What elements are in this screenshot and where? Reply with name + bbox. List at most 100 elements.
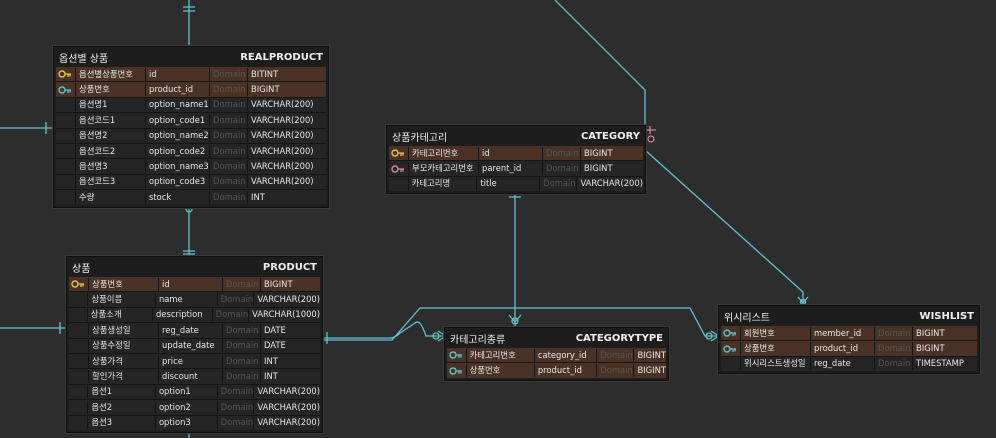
empty-icon-cell (56, 175, 76, 189)
column-logical-name: 옵션명2 (76, 129, 146, 143)
column-data-type: DATE (264, 340, 286, 351)
column-domain: Domain (218, 416, 255, 430)
column-logical-name: 부모카테고리번호 (409, 162, 479, 176)
column-physical-name: price (159, 354, 223, 368)
column-data-type: VARCHAR(200) (257, 386, 321, 397)
column-logical-name: 옵션명3 (76, 160, 146, 174)
column-logical-name: 옵션코드2 (76, 144, 146, 158)
entity-title-ko: 상품카테고리 (392, 132, 448, 144)
column-data-type: VARCHAR(200) (251, 145, 314, 156)
empty-icon-cell (69, 400, 89, 414)
column-physical-name: product_id (146, 83, 210, 97)
column-domain: Domain (223, 354, 261, 368)
entity-header[interactable]: 상품 PRODUCT (67, 257, 322, 277)
column-domain: Domain (875, 342, 913, 356)
empty-icon-cell (69, 293, 89, 307)
entity-title-ko: 카테고리종류 (450, 334, 506, 346)
column-logical-name: 상품수정일 (89, 339, 159, 353)
column-data-type: BITINT (251, 68, 279, 79)
column-domain: Domain (210, 67, 248, 81)
column-data-type: BIGINT (637, 349, 666, 360)
pfk-key-icon (389, 162, 409, 176)
column-domain: Domain (210, 144, 248, 158)
empty-icon-cell (56, 160, 76, 174)
column-data-type: TIMESTAMP (916, 358, 964, 369)
column-data-type: DATE (264, 324, 286, 335)
column-logical-name: 상품이름 (88, 293, 156, 307)
column-logical-name: 옵션별상품번호 (76, 67, 146, 81)
column-physical-name: reg_date (811, 357, 875, 371)
column-logical-name: 상품번호 (89, 277, 159, 291)
relationship-line-category-self (554, 0, 646, 127)
pk-key-icon (69, 277, 89, 291)
relationship-line-member-wishlist (644, 149, 804, 306)
column-domain: Domain (223, 370, 261, 384)
entity-title-ko: 상품 (72, 263, 91, 275)
entity-header[interactable]: 위시리스트 WISHLIST (719, 306, 979, 326)
column-domain: Domain (218, 385, 255, 399)
column-domain: Domain (210, 175, 248, 189)
entity-title-en: CATEGORYTYPE (575, 332, 663, 344)
column-logical-name: 옵션1 (88, 385, 156, 399)
entity-header[interactable]: 상품카테고리 CATEGORY (387, 126, 645, 146)
column-data-type: BIGINT (916, 327, 945, 338)
column-physical-name: id (146, 67, 210, 81)
column-data-type: BIGINT (251, 84, 280, 95)
column-logical-name: 상품소개 (88, 308, 153, 322)
entity-header[interactable]: 옵션별 상품 REALPRODUCT (54, 47, 328, 67)
column-physical-name: option1 (156, 385, 218, 399)
relationship-line-product-categorytype (321, 321, 446, 339)
entity-title-ko: 위시리스트 (724, 312, 770, 324)
empty-icon-cell (721, 357, 741, 371)
column-data-type: INT (264, 371, 278, 382)
empty-icon-cell (56, 113, 76, 127)
column-physical-name: reg_date (159, 323, 223, 337)
column-logical-name: 카테고리명 (409, 177, 478, 191)
column-data-type: VARCHAR(200) (257, 401, 321, 412)
column-domain: Domain (210, 98, 248, 112)
column-logical-name: 상품번호 (741, 342, 811, 356)
column-domain: Domain (218, 400, 255, 414)
column-physical-name: category_id (535, 348, 598, 362)
entity-header[interactable]: 카테고리종류 CATEGORYTYPE (445, 328, 668, 348)
column-physical-name: option_code1 (146, 113, 210, 127)
column-physical-name: option_name3 (146, 160, 210, 174)
column-physical-name: id (159, 277, 223, 291)
